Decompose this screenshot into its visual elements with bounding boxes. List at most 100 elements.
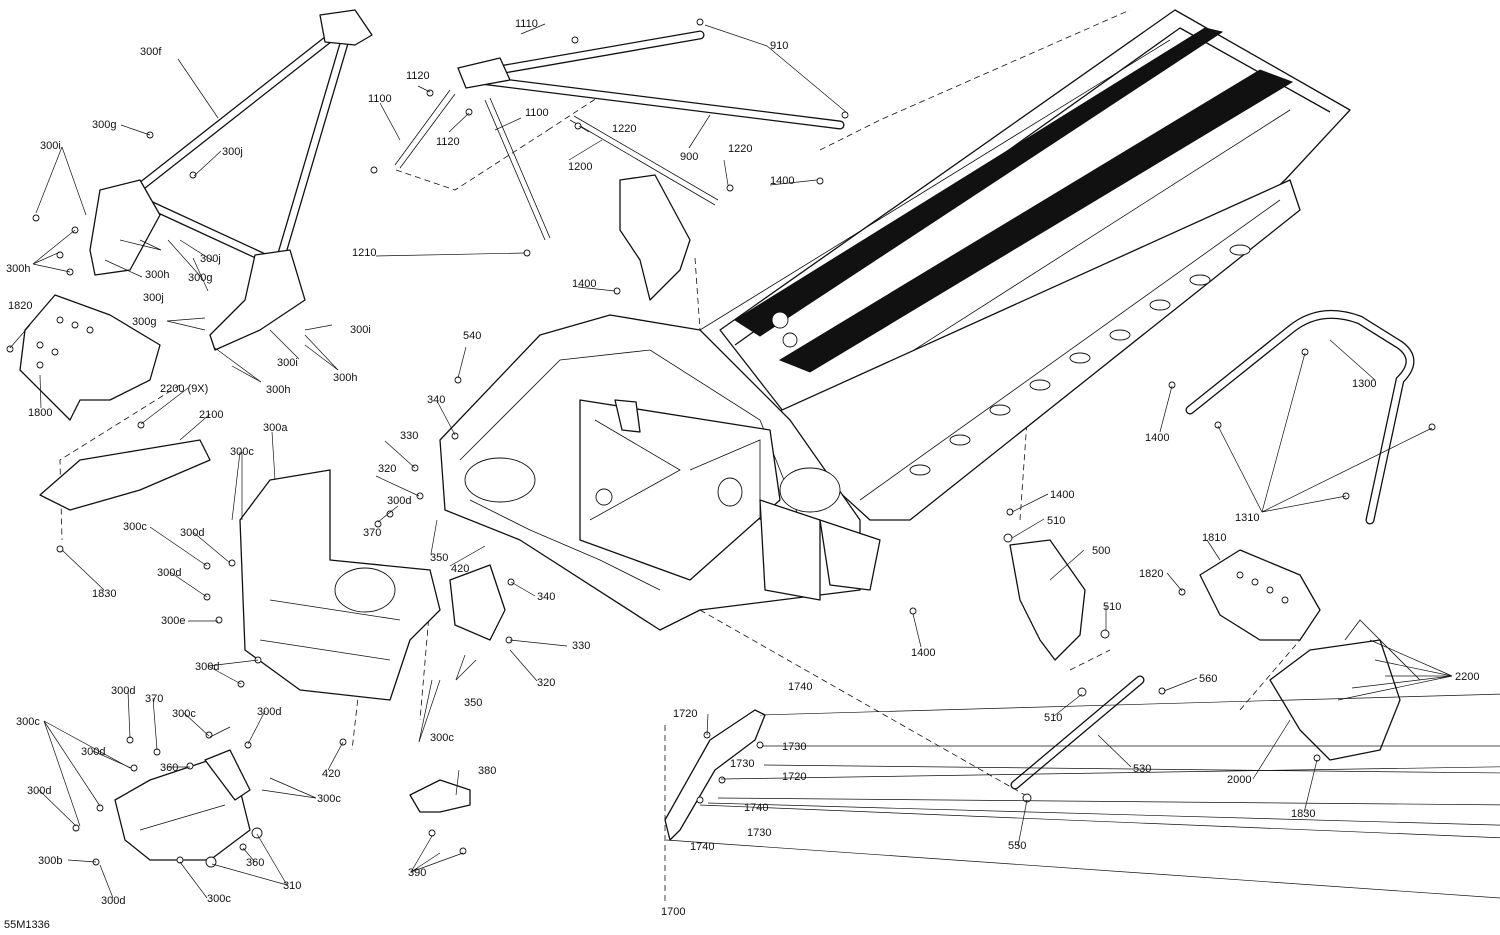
callout-2000: 2000 [1227,774,1251,786]
chassis-frame [439,314,881,631]
callout-300d: 300d [111,685,135,697]
callout-320: 320 [378,463,396,475]
callout-2100: 2100 [199,409,223,421]
callout-300j: 300j [200,253,221,265]
bracket-2100 [39,439,211,511]
callout-1210: 1210 [352,247,376,259]
callout-300d: 300d [180,527,204,539]
callout-300g: 300g [132,316,156,328]
callout-1740: 1740 [744,802,768,814]
callout-330: 330 [400,430,418,442]
side-bracket-330 [449,564,506,641]
callout-300d: 300d [101,895,125,907]
callout-1830: 1830 [92,588,116,600]
callout-300j: 300j [143,292,164,304]
callout-510: 510 [1103,601,1121,613]
callout-1200: 1200 [568,161,592,173]
callout-1820: 1820 [1139,568,1163,580]
callout-1220: 1220 [728,143,752,155]
callout-420: 420 [451,563,469,575]
callout-300c: 300c [230,446,254,458]
callout-300c: 300c [317,793,341,805]
callout-300d: 300d [81,746,105,758]
callout-530: 530 [1133,763,1151,775]
callout-500: 500 [1092,545,1110,557]
callout-310: 310 [283,880,301,892]
leader-lines [9,23,1500,899]
callout-340: 340 [537,591,555,603]
callout-350: 350 [464,697,482,709]
callout-330: 330 [572,640,590,652]
callout-300c: 300c [430,732,454,744]
callout-1400: 1400 [572,278,596,290]
callout-1830: 1830 [1291,808,1315,820]
callout-300h: 300h [266,384,290,396]
callout-2200-9x: 2200 (9X) [160,383,208,395]
callout-300d: 300d [157,567,181,579]
callout-300a: 300a [263,422,288,434]
callout-340: 340 [427,394,445,406]
callout-1820: 1820 [8,300,32,312]
fasteners [6,18,1436,868]
callout-1810: 1810 [1202,532,1226,544]
callout-540: 540 [463,330,481,342]
callout-300i: 300i [350,324,371,336]
callout-1110: 1110 [515,18,538,30]
callout-300i: 300i [277,357,298,369]
callout-1400: 1400 [1050,489,1074,501]
callout-1310: 1310 [1235,512,1259,524]
bracket-500 [1009,539,1086,661]
callout-510: 510 [1044,712,1062,724]
callout-1800: 1800 [28,407,52,419]
rail-1700 [664,709,766,841]
callout-360: 360 [246,857,264,869]
callout-370: 370 [363,527,381,539]
callout-300b: 300b [38,855,62,867]
callout-370: 370 [145,693,163,705]
callout-300h: 300h [145,269,169,281]
callout-320: 320 [537,677,555,689]
running-board-2000 [1269,639,1401,761]
callout-300g: 300g [188,272,212,284]
callout-1400: 1400 [911,647,935,659]
callout-1720: 1720 [673,708,697,720]
callout-300j: 300j [222,146,243,158]
callout-300f: 300f [140,46,162,58]
callout-1740: 1740 [788,681,812,693]
callout-300d: 300d [257,706,281,718]
callout-350: 350 [430,552,448,564]
tunnel-assembly [699,9,1351,521]
callout-1220: 1220 [612,123,636,135]
callout-300d: 300d [387,495,411,507]
callout-1120: 1120 [406,70,430,82]
front-lower-assembly [114,749,251,861]
callout-labels: 300f 300g 300i 300j 300h 300j 300h 300g … [6,18,1479,918]
callout-300d: 300d [27,785,51,797]
front-upper-frame [89,9,373,351]
callout-300h: 300h [333,372,357,384]
callout-560: 560 [1199,673,1217,685]
callout-300d: 300d [195,661,219,673]
callout-1730: 1730 [730,758,754,770]
callout-300c: 300c [172,708,196,720]
callout-2200: 2200 [1455,671,1479,683]
footrest-plate-right [1199,549,1321,641]
callout-360: 360 [160,762,178,774]
callout-1740: 1740 [690,841,714,853]
rear-bumper [1185,309,1415,525]
callout-380: 380 [478,765,496,777]
callout-1300: 1300 [1352,378,1376,390]
callout-1100: 1100 [525,107,549,119]
callout-550: 550 [1008,840,1026,852]
callout-510: 510 [1047,515,1065,527]
callout-910: 910 [770,40,788,52]
callout-1400: 1400 [1145,432,1169,444]
assembly-guide-lines [59,9,1301,905]
bracket-1200 [619,174,691,301]
steering-linkage [394,30,845,241]
callout-300e: 300e [161,615,185,627]
callout-420: 420 [322,768,340,780]
callout-900: 900 [680,151,698,163]
callout-300i: 300i [40,140,61,152]
